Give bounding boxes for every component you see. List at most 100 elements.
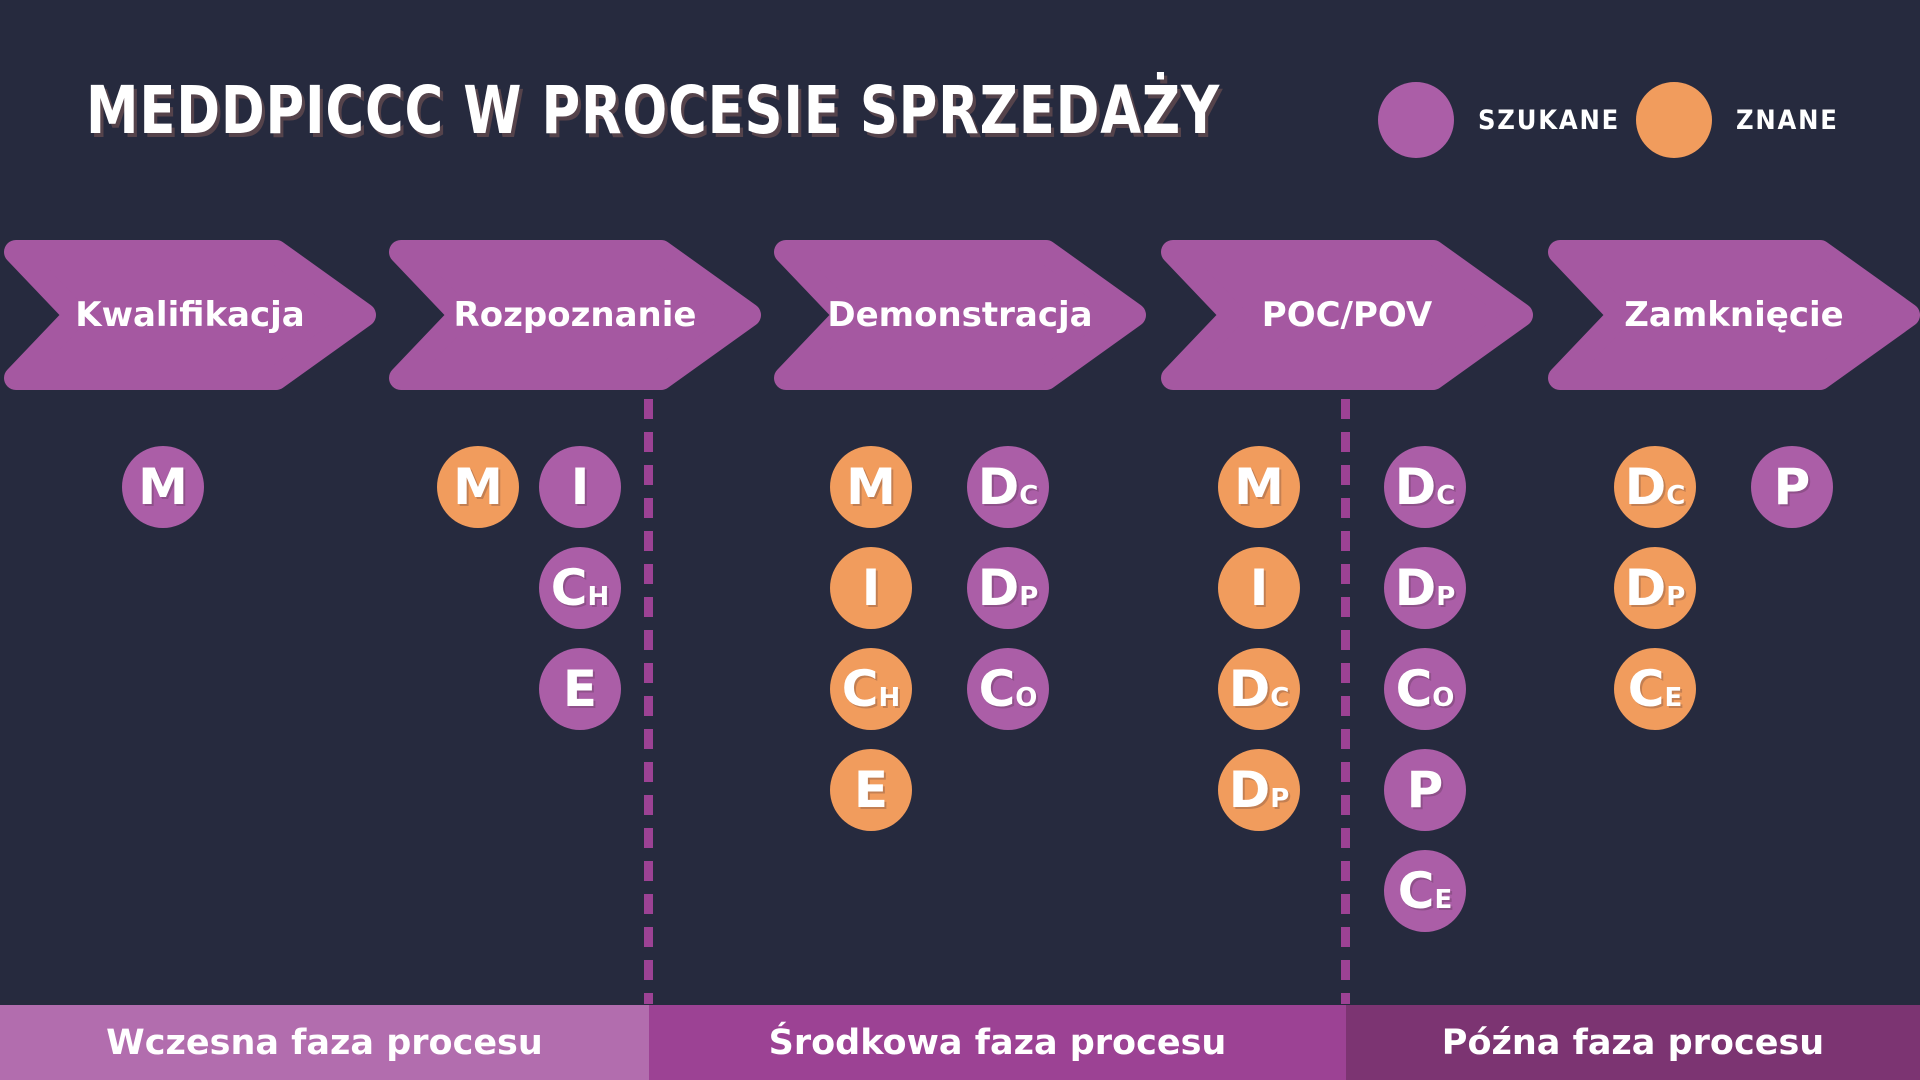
- circle-main-letter: I: [570, 458, 590, 516]
- circle-sub-letter: O: [1015, 683, 1038, 713]
- legend-item-znane: ZNANE: [1636, 82, 1850, 158]
- dashed-divider-2: [1341, 399, 1350, 1004]
- page-title: MEDDPICCC W PROCESIE SPRZEDAŻY: [86, 72, 1220, 149]
- circle-m: M: [122, 446, 204, 528]
- circle-main-letter: D: [977, 458, 1020, 516]
- legend-item-szukane: SZUKANE: [1378, 82, 1636, 158]
- circle-co: CO: [967, 648, 1049, 730]
- circle-letters: DP: [1395, 563, 1456, 613]
- circle-main-letter: M: [1234, 458, 1284, 516]
- circle-dp: DP: [967, 547, 1049, 629]
- circle-dc: DC: [1614, 446, 1696, 528]
- circle-main-letter: D: [1624, 559, 1667, 617]
- circle-letters: I: [1250, 563, 1269, 613]
- legend-label-znane: ZNANE: [1736, 104, 1839, 136]
- circle-letters: M: [846, 462, 896, 512]
- circle-main-letter: C: [1397, 862, 1435, 920]
- circle-ch: CH: [539, 547, 621, 629]
- circle-main-letter: M: [138, 458, 188, 516]
- stage-arrow-demonstracja: Demonstracja: [774, 240, 1146, 390]
- circle-main-letter: C: [550, 559, 588, 617]
- circle-letters: DP: [978, 563, 1039, 613]
- circle-ce: CE: [1384, 850, 1466, 932]
- circle-ce: CE: [1614, 648, 1696, 730]
- circle-e: E: [539, 648, 621, 730]
- stage-label-demonstracja: Demonstracja: [827, 295, 1093, 335]
- circle-main-letter: E: [562, 660, 598, 718]
- circle-letters: CH: [551, 563, 609, 613]
- circle-sub-letter: H: [587, 582, 610, 612]
- circle-letters: P: [1774, 462, 1811, 512]
- circle-letters: E: [854, 765, 888, 815]
- circle-letters: DC: [1625, 462, 1686, 512]
- circle-p: P: [1384, 749, 1466, 831]
- circle-sub-letter: P: [1019, 582, 1039, 612]
- circle-sub-letter: C: [1436, 481, 1456, 511]
- circle-letters: DC: [978, 462, 1039, 512]
- circle-letters: I: [862, 563, 881, 613]
- chevron-arrow-shape: [1548, 240, 1920, 390]
- circle-sub-letter: P: [1270, 784, 1290, 814]
- circle-p: P: [1751, 446, 1833, 528]
- circle-sub-letter: H: [878, 683, 901, 713]
- circle-main-letter: I: [861, 559, 881, 617]
- stage-arrow-zamkniecie: Zamknięcie: [1548, 240, 1920, 390]
- circle-letters: CE: [1398, 866, 1452, 916]
- circle-main-letter: I: [1249, 559, 1269, 617]
- legend-swatch-znane: [1636, 82, 1712, 158]
- circle-ch: CH: [830, 648, 912, 730]
- circle-i: I: [1218, 547, 1300, 629]
- circle-letters: DP: [1229, 765, 1290, 815]
- circle-letters: E: [563, 664, 597, 714]
- circle-letters: DC: [1395, 462, 1456, 512]
- circle-i: I: [830, 547, 912, 629]
- circle-dc: DC: [1384, 446, 1466, 528]
- circle-main-letter: D: [1228, 660, 1271, 718]
- circle-letters: M: [138, 462, 188, 512]
- legend-swatch-szukane: [1378, 82, 1454, 158]
- circle-sub-letter: C: [1270, 683, 1290, 713]
- circle-co: CO: [1384, 648, 1466, 730]
- phase-middle-label: Środkowa faza procesu: [768, 1022, 1227, 1063]
- circle-m: M: [437, 446, 519, 528]
- circle-main-letter: E: [853, 761, 889, 819]
- circle-dc: DC: [967, 446, 1049, 528]
- dashed-divider-1: [644, 399, 653, 1004]
- circle-main-letter: C: [1395, 660, 1433, 718]
- stage-arrow-kwalifikacja: Kwalifikacja: [4, 240, 376, 390]
- circle-main-letter: D: [1624, 458, 1667, 516]
- circle-main-letter: M: [846, 458, 896, 516]
- chevron-arrow-shape: [389, 240, 761, 390]
- circle-sub-letter: C: [1019, 481, 1039, 511]
- circle-m: M: [830, 446, 912, 528]
- circle-i: I: [539, 446, 621, 528]
- stage-label-rozpoznanie: Rozpoznanie: [453, 295, 697, 335]
- circle-sub-letter: P: [1436, 582, 1456, 612]
- circle-main-letter: P: [1773, 458, 1811, 516]
- phase-middle: Środkowa faza procesu: [649, 1005, 1346, 1080]
- circle-sub-letter: O: [1432, 683, 1455, 713]
- stage-label-poc-pov: POC/POV: [1261, 295, 1433, 335]
- circle-letters: CH: [842, 664, 900, 714]
- phase-early-label: Wczesna faza procesu: [106, 1022, 543, 1063]
- circle-letters: M: [1234, 462, 1284, 512]
- circle-main-letter: D: [1394, 458, 1437, 516]
- circle-letters: CO: [979, 664, 1038, 714]
- circle-sub-letter: E: [1434, 885, 1453, 915]
- circle-letters: M: [453, 462, 503, 512]
- phase-early: Wczesna faza procesu: [0, 1005, 649, 1080]
- circle-m: M: [1218, 446, 1300, 528]
- circle-letters: I: [571, 462, 590, 512]
- circle-dp: DP: [1384, 547, 1466, 629]
- stage-label-zamkniecie: Zamknięcie: [1624, 295, 1844, 335]
- circle-sub-letter: E: [1664, 683, 1683, 713]
- circle-main-letter: D: [1228, 761, 1271, 819]
- circle-main-letter: D: [977, 559, 1020, 617]
- legend-label-szukane: SZUKANE: [1478, 104, 1621, 136]
- phase-late: Późna faza procesu: [1346, 1005, 1920, 1080]
- chevron-arrow-shape: [4, 240, 376, 390]
- circle-letters: CO: [1396, 664, 1455, 714]
- circle-dp: DP: [1614, 547, 1696, 629]
- circle-main-letter: D: [1394, 559, 1437, 617]
